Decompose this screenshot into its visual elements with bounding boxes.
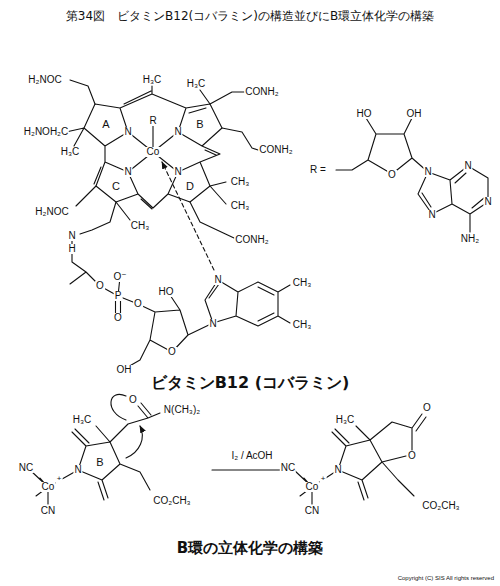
atom-label: CONH₂ xyxy=(234,235,269,245)
copyright-note: Copyright (C) SIS All rights reserved xyxy=(397,575,495,581)
atom-label: N xyxy=(208,319,217,329)
atom-label: HO xyxy=(356,109,373,119)
atom-label: CH₃ xyxy=(292,320,313,330)
atom-label: N xyxy=(173,127,182,137)
atom-label: H₃C xyxy=(142,75,163,85)
atom-label: N xyxy=(463,161,472,171)
atom-label: CO₂CH₃ xyxy=(421,501,460,511)
atom-label: O⁻ xyxy=(112,272,127,282)
atom-label: HO xyxy=(158,287,175,297)
atom-label: CH₃ xyxy=(292,278,313,288)
atom-label: N xyxy=(333,465,342,475)
atom-label: H₂NOC xyxy=(34,207,69,217)
atom-label: N xyxy=(423,167,432,177)
atom-label: N(CH₃)₂ xyxy=(163,405,201,415)
atom-label: H xyxy=(67,244,76,254)
cobalt-bonds xyxy=(128,121,178,172)
atom-label: NC xyxy=(18,463,34,473)
nucleotide-loop xyxy=(70,240,213,368)
ring-letter: C xyxy=(111,181,121,192)
atom-label: O xyxy=(95,281,105,291)
atom-label: N xyxy=(123,167,132,177)
benzimidazole xyxy=(205,280,290,326)
atom-label: O xyxy=(387,170,397,180)
atom-label: CN xyxy=(304,506,320,516)
atom-label: CH₃ xyxy=(130,221,151,231)
ring-letter: B xyxy=(195,119,204,130)
atom-label: O xyxy=(128,395,138,405)
atom-label: N xyxy=(73,465,82,475)
atom-label: CONH₂ xyxy=(244,87,279,97)
atom-label: H₂NOH₂C xyxy=(23,127,69,137)
atom-label: OH xyxy=(116,365,133,375)
atom-label: H₃C xyxy=(186,79,207,89)
atom-label: N xyxy=(213,275,222,285)
reagent-label: I₂ / AcOH xyxy=(230,451,273,461)
atom-label: + xyxy=(56,475,63,483)
figure-caption: ビタミンB12 (コバラミン) xyxy=(150,375,351,391)
atom-label: NH₂ xyxy=(460,234,480,244)
atom-label: R = xyxy=(309,165,327,175)
atom-label: N xyxy=(173,167,182,177)
side-chains xyxy=(66,80,258,238)
ring-letter: D xyxy=(185,181,195,192)
corrin-rings xyxy=(84,86,222,209)
atom-label: OH xyxy=(406,109,423,119)
atom-label: Co xyxy=(146,147,161,157)
atom-label: N xyxy=(67,231,76,241)
ring-b-lactone xyxy=(294,414,426,504)
coordination-bond xyxy=(162,162,214,270)
ring-letter: B xyxy=(95,457,104,468)
figure-caption: B環の立体化学の構築 xyxy=(176,541,324,556)
atom-label: O xyxy=(422,403,432,413)
adenosyl-group xyxy=(336,118,488,232)
atom-label: CONH₂ xyxy=(258,145,293,155)
atom-label: O xyxy=(167,347,177,357)
atom-label: H₂NOC xyxy=(27,75,62,85)
atom-label: P xyxy=(114,291,123,301)
atom-label: CH₃ xyxy=(230,177,251,187)
atom-label: CO₂CH₃ xyxy=(152,496,191,506)
atom-label: N xyxy=(427,210,436,220)
atom-label: O xyxy=(407,451,417,461)
atom-label: H₃C xyxy=(335,415,356,425)
atom-label: Co xyxy=(41,482,56,492)
atom-label: CN xyxy=(40,506,56,516)
atom-label: CH₃ xyxy=(230,201,251,211)
curved-arrows xyxy=(111,394,142,458)
atom-label: N xyxy=(123,127,132,137)
atom-label: O xyxy=(133,299,143,309)
atom-label: + xyxy=(320,475,327,483)
ring-b-substrate xyxy=(30,403,160,504)
figure-title: 第34図 ビタミンB12(コバラミン)の構造並びにB環立体化学の構築 xyxy=(66,8,434,25)
atom-label: R xyxy=(148,116,157,126)
atom-label: O xyxy=(113,313,123,323)
atom-label: H₃C xyxy=(60,147,81,157)
ring-letter: A xyxy=(101,119,110,130)
atom-label: Co xyxy=(305,482,320,492)
atom-label: NC xyxy=(280,463,296,473)
atom-label: H₃C xyxy=(72,415,93,425)
atom-label: N xyxy=(483,197,492,207)
